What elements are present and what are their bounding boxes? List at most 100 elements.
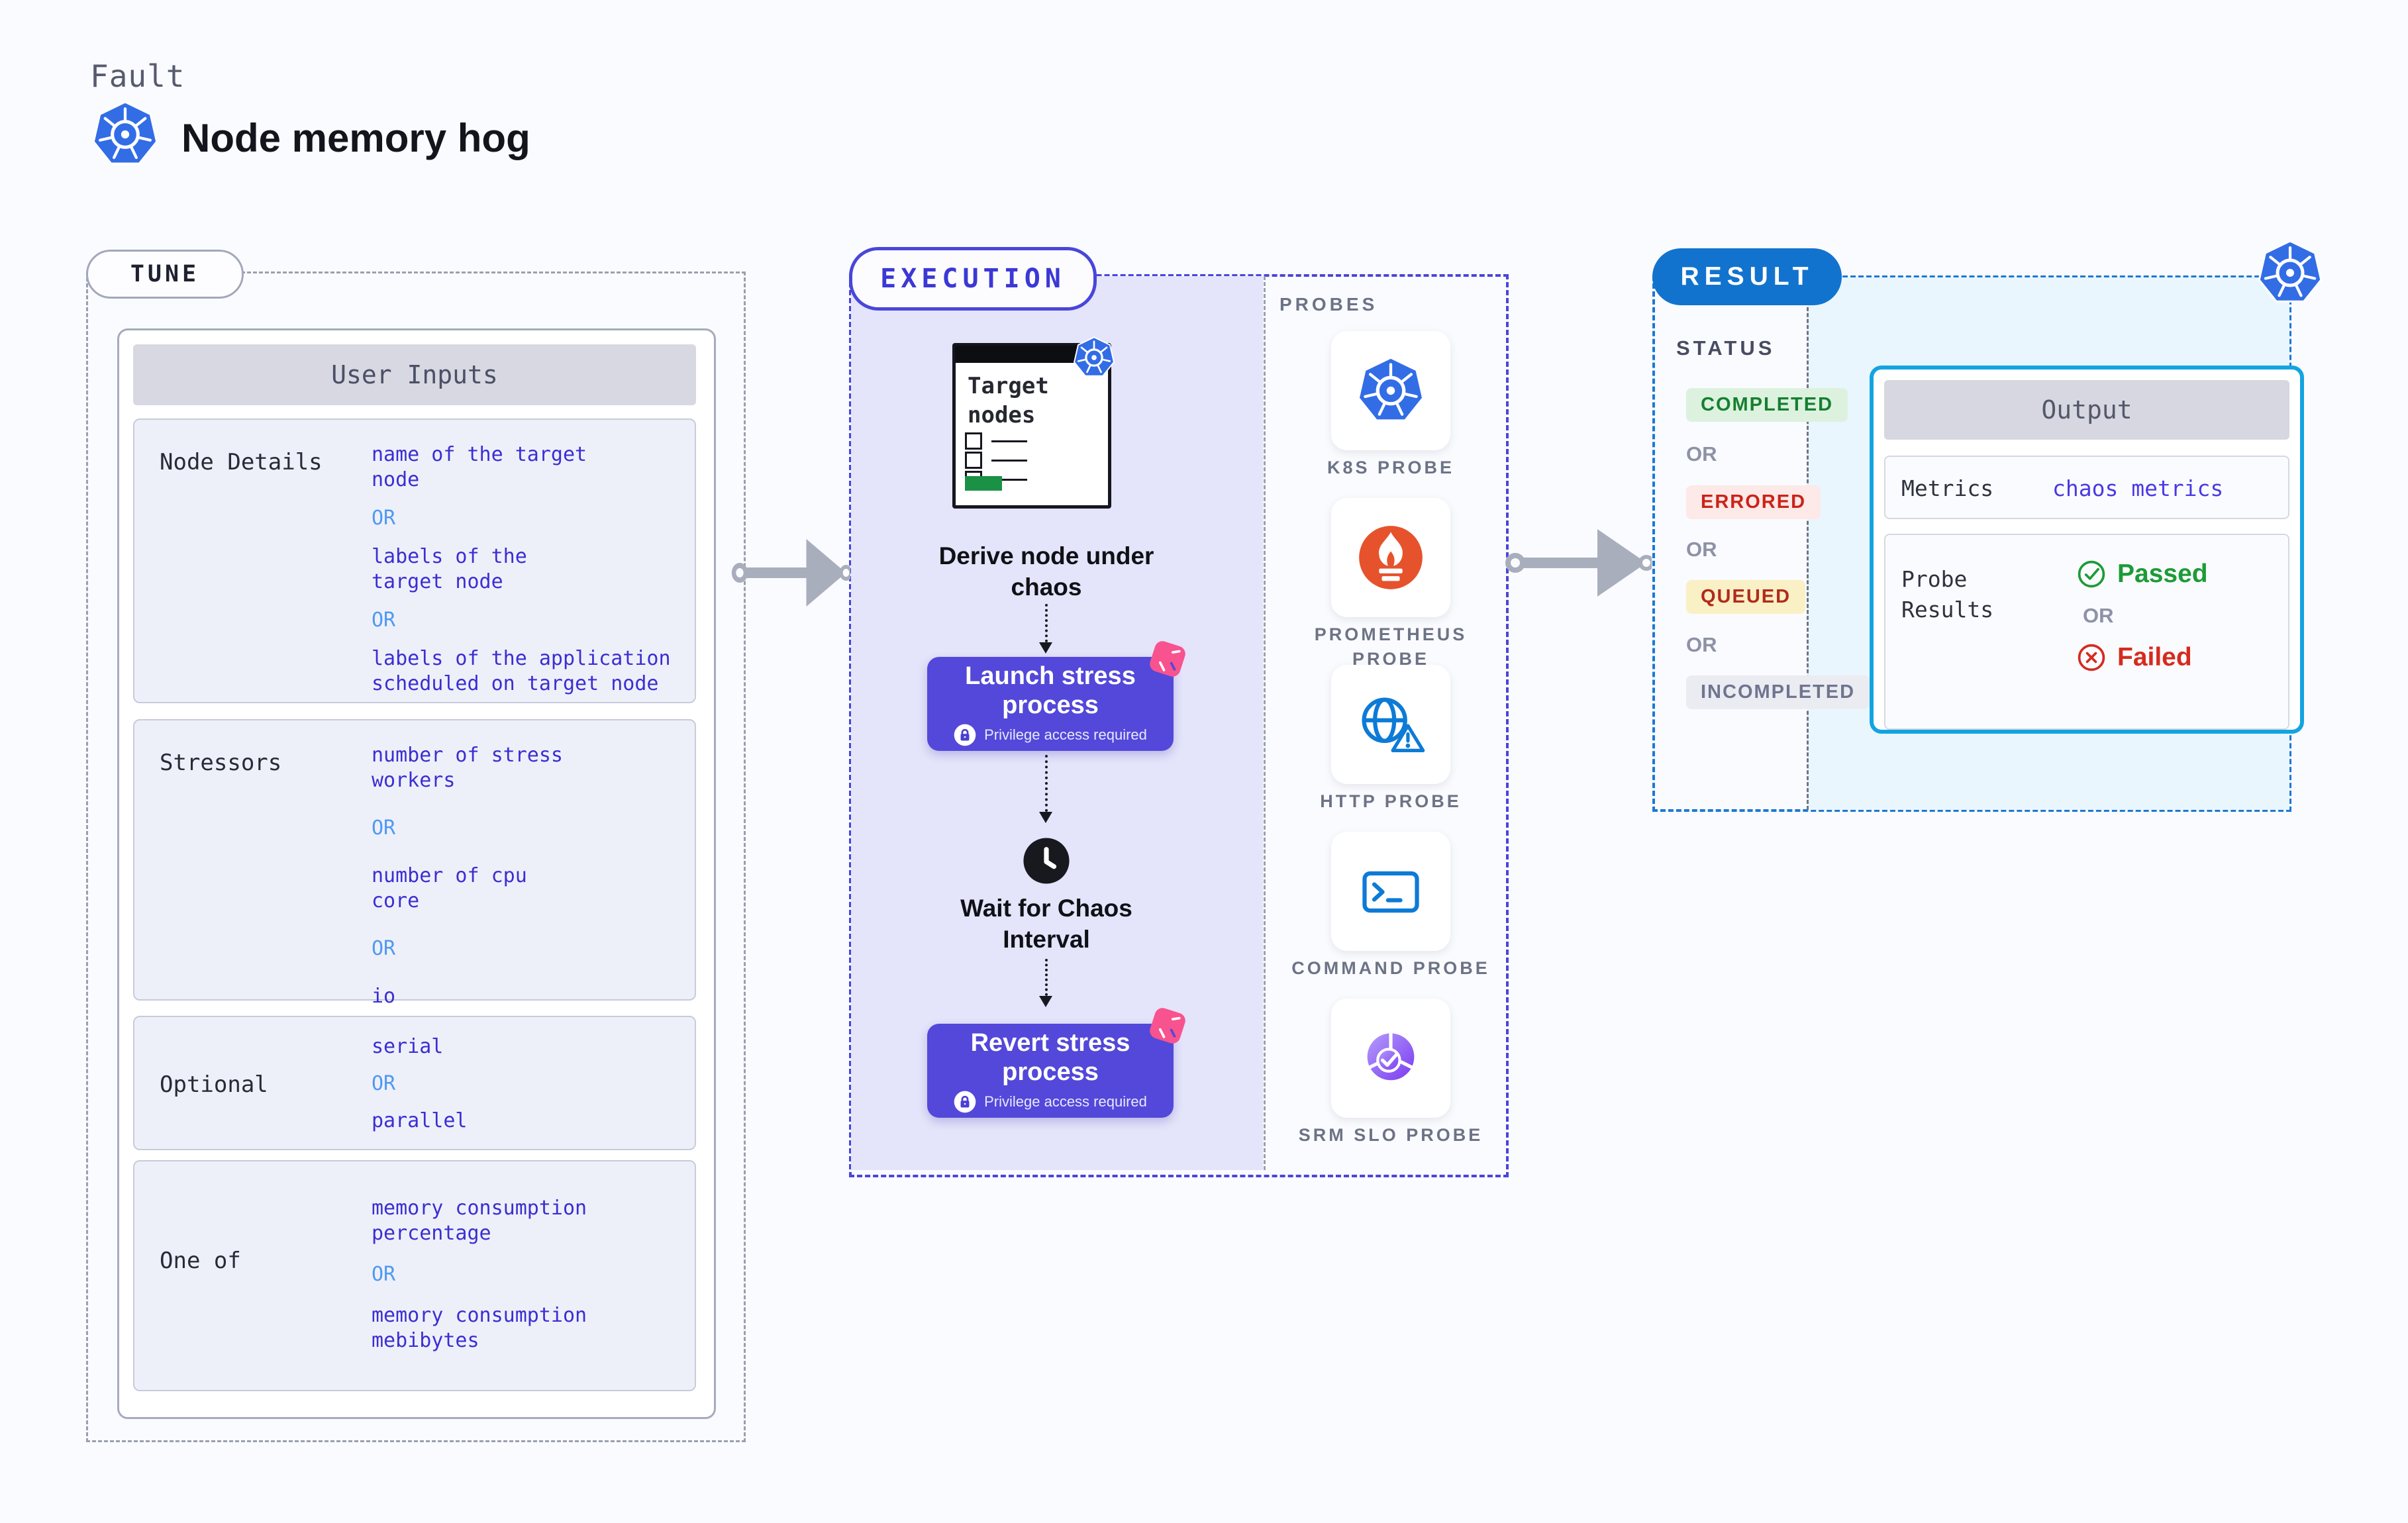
derive-node-step-label: Derive node under chaos xyxy=(938,542,1154,601)
or-separator: OR xyxy=(372,507,396,530)
selection-bar xyxy=(965,476,1002,491)
step-title: Launch stress process xyxy=(965,662,1136,719)
kubernetes-icon xyxy=(91,101,159,168)
or-separator: OR xyxy=(372,1263,396,1286)
node-list-item xyxy=(965,432,1027,450)
list-line xyxy=(991,440,1027,442)
input-value: labels of the application scheduled on t… xyxy=(372,647,671,695)
chaos-burst-icon xyxy=(1143,1001,1192,1050)
probe-label: K8S PROBE xyxy=(1327,458,1455,477)
check-circle-icon xyxy=(2076,559,2107,589)
status-title: STATUS xyxy=(1676,336,1776,360)
input-row-optional: Optional serial OR parallel xyxy=(133,1016,696,1150)
input-row-label: One of xyxy=(160,1248,241,1274)
input-row-label: Optional xyxy=(160,1071,268,1098)
checkbox-icon xyxy=(965,452,982,469)
input-value: name of the target node xyxy=(372,443,587,491)
or-separator: OR xyxy=(1686,442,1717,466)
probe-results-row: Probe Results Passed OR Failed xyxy=(1884,534,2289,730)
lock-icon xyxy=(954,1091,976,1113)
probes-title: PROBES xyxy=(1279,294,1378,315)
terminal-icon xyxy=(1356,857,1425,926)
step-title: Revert stress process xyxy=(970,1029,1130,1086)
privilege-note-text: Privilege access required xyxy=(984,1093,1147,1110)
probe-label: COMMAND PROBE xyxy=(1291,958,1490,978)
probe-results-label: Probe Results xyxy=(1901,566,1994,622)
flow-arrowhead xyxy=(1039,642,1052,654)
or-separator: OR xyxy=(1686,538,1717,561)
clock-icon xyxy=(1023,837,1070,885)
input-value: io xyxy=(372,985,396,1008)
input-value: parallel xyxy=(372,1109,468,1132)
metrics-value: chaos metrics xyxy=(2052,475,2224,501)
target-nodes-card: Target nodes xyxy=(952,343,1111,509)
or-separator: OR xyxy=(372,609,396,632)
tune-pill: TUNE xyxy=(86,250,244,299)
chaos-burst-icon xyxy=(1143,634,1192,683)
target-nodes-title: Target nodes xyxy=(968,373,1049,428)
input-row-stressors: Stressors number of stress workers OR nu… xyxy=(133,719,696,1008)
metrics-label: Metrics xyxy=(1901,475,1994,501)
or-separator: OR xyxy=(372,816,396,840)
probe-label: SRM SLO PROBE xyxy=(1298,1125,1483,1145)
probe-label: PROMETHEUS PROBE xyxy=(1314,624,1468,669)
probe-card-k8s xyxy=(1331,331,1450,450)
input-row-label: Node Details xyxy=(160,449,323,475)
arrow-execution-to-result xyxy=(1505,521,1652,605)
kubernetes-icon xyxy=(1073,336,1115,379)
execution-section-box xyxy=(849,274,1509,1177)
list-line xyxy=(991,478,1027,481)
flow-arrowhead xyxy=(1039,812,1052,823)
user-inputs-header: User Inputs xyxy=(133,344,696,405)
http-globe-warning-icon xyxy=(1353,690,1429,759)
input-row-label: Stressors xyxy=(160,750,282,776)
flow-connector xyxy=(1045,755,1048,812)
probe-card-prometheus xyxy=(1331,498,1450,617)
checkbox-icon xyxy=(965,432,982,450)
flow-connector xyxy=(1045,959,1048,996)
node-list-item xyxy=(965,452,1027,469)
input-value: memory consumption mebibytes xyxy=(372,1304,587,1352)
privilege-note-text: Privilege access required xyxy=(984,726,1147,743)
input-value: labels of the target node xyxy=(372,545,527,593)
flow-arrowhead xyxy=(1039,996,1052,1007)
status-badge-errored: ERRORED xyxy=(1686,485,1821,519)
or-separator: OR xyxy=(372,937,396,960)
kubernetes-icon xyxy=(1356,356,1425,425)
page-title: Node memory hog xyxy=(181,116,530,160)
probe-card-srm-slo xyxy=(1331,999,1450,1118)
metrics-row: Metrics chaos metrics xyxy=(1884,456,2289,519)
result-pill: RESULT xyxy=(1652,248,1842,305)
privilege-note: Privilege access required xyxy=(954,724,1147,746)
failed-label: Failed xyxy=(2117,643,2192,671)
input-value: memory consumption percentage xyxy=(372,1197,587,1245)
privilege-note: Privilege access required xyxy=(954,1091,1147,1113)
status-badge-queued: QUEUED xyxy=(1686,580,1806,614)
fault-eyebrow: Fault xyxy=(90,58,185,94)
list-line xyxy=(991,459,1027,462)
or-separator: OR xyxy=(2083,604,2114,627)
wait-chaos-interval-label: Wait for Chaos Interval xyxy=(960,895,1132,953)
or-separator: OR xyxy=(372,1072,396,1095)
execution-pill: EXECUTION xyxy=(849,247,1097,311)
failed-result: Failed xyxy=(2076,642,2208,673)
arrow-tune-to-execution xyxy=(731,531,850,614)
tune-section-box xyxy=(86,271,746,1442)
input-row-one-of: One of memory consumption percentage OR … xyxy=(133,1160,696,1391)
slo-check-icon xyxy=(1356,1024,1425,1093)
launch-stress-process-step: Launch stress process Privilege access r… xyxy=(927,657,1174,751)
passed-label: Passed xyxy=(2117,560,2208,588)
probes-separator-line xyxy=(1264,276,1266,1170)
input-value: number of stress workers xyxy=(372,744,563,792)
kubernetes-icon xyxy=(2257,240,2323,306)
passed-result: Passed xyxy=(2076,559,2208,589)
probe-card-http xyxy=(1331,665,1450,784)
input-value: serial xyxy=(372,1035,444,1058)
x-circle-icon xyxy=(2076,642,2107,673)
probe-label: HTTP PROBE xyxy=(1320,791,1462,811)
input-row-node-details: Node Details name of the target node OR … xyxy=(133,418,696,703)
status-separator-line xyxy=(1807,277,1809,810)
probe-card-command xyxy=(1331,832,1450,951)
output-header: Output xyxy=(1884,380,2289,440)
revert-stress-process-step: Revert stress process Privilege access r… xyxy=(927,1024,1174,1118)
